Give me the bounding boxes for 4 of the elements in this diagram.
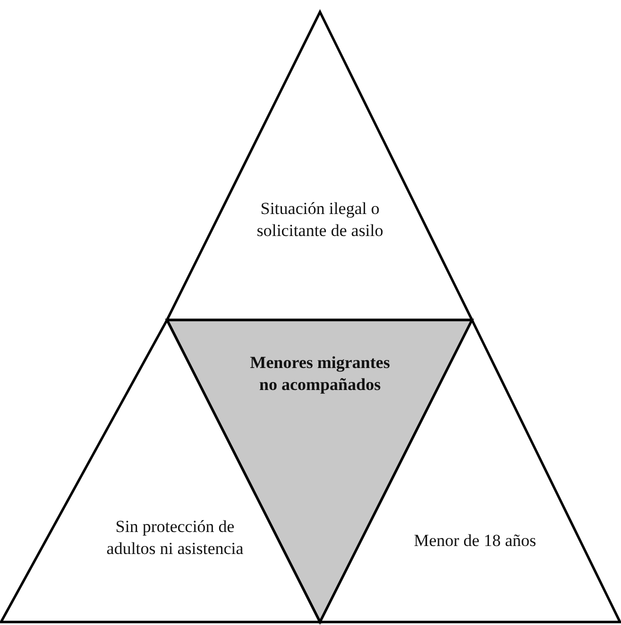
triangle-label: Situación ilegal o solicitante de asilo (256, 198, 384, 242)
triangle-label: Menores migrantes no acompañados (249, 352, 391, 396)
triangle-label: Menor de 18 años (412, 530, 538, 552)
triangle-label: Sin protección de adultos ni asistencia (106, 516, 244, 560)
